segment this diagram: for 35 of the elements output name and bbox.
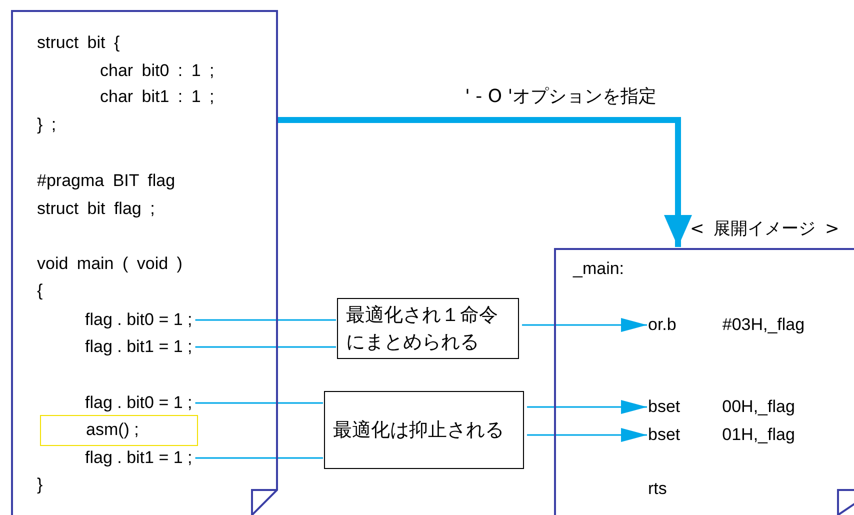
instruction: bset (648, 424, 680, 446)
code-sheet (12, 10, 277, 515)
connector-line (195, 346, 336, 348)
arrow (277, 117, 692, 247)
code-line: flag . bit1 = 1 ; (85, 447, 192, 469)
highlight-box: asm() ; (40, 415, 198, 446)
code-line: char bit1 : 1 ; (100, 86, 214, 108)
edge-label: ' - O 'オプションを指定 (465, 86, 657, 108)
sheet-heading: < 展開イメージ > (690, 218, 840, 240)
code-line: flag . bit1 = 1 ; (85, 336, 192, 358)
operand: 00H,_flag (722, 396, 795, 418)
instruction: or.b (648, 314, 676, 336)
instruction: bset (648, 396, 680, 418)
note-box: 最適化は抑止される (324, 391, 524, 469)
operand: #03H,_flag (722, 314, 805, 336)
connector-line (195, 319, 336, 321)
arrow (522, 318, 647, 332)
code-line: struct bit { (37, 32, 120, 54)
code-line: { (37, 280, 43, 302)
arrow (527, 400, 647, 414)
code-line: _main: (573, 258, 624, 280)
note-box: 最適化され１命令にまとめられる (337, 298, 519, 359)
code-line: rts (648, 478, 667, 500)
code-line: } (37, 474, 43, 496)
operand: 01H,_flag (722, 424, 795, 446)
arrow (527, 428, 647, 442)
code-line: flag . bit0 = 1 ; (85, 309, 192, 331)
code-line: } ; (37, 114, 56, 136)
code-line: struct bit flag ; (37, 198, 155, 220)
code-line: char bit0 : 1 ; (100, 60, 214, 82)
code-line: void main ( void ) (37, 253, 182, 275)
code-line: #pragma BIT flag (37, 170, 176, 192)
connector-line (195, 457, 323, 459)
code-line: flag . bit0 = 1 ; (85, 392, 192, 414)
connector-line (195, 402, 323, 404)
